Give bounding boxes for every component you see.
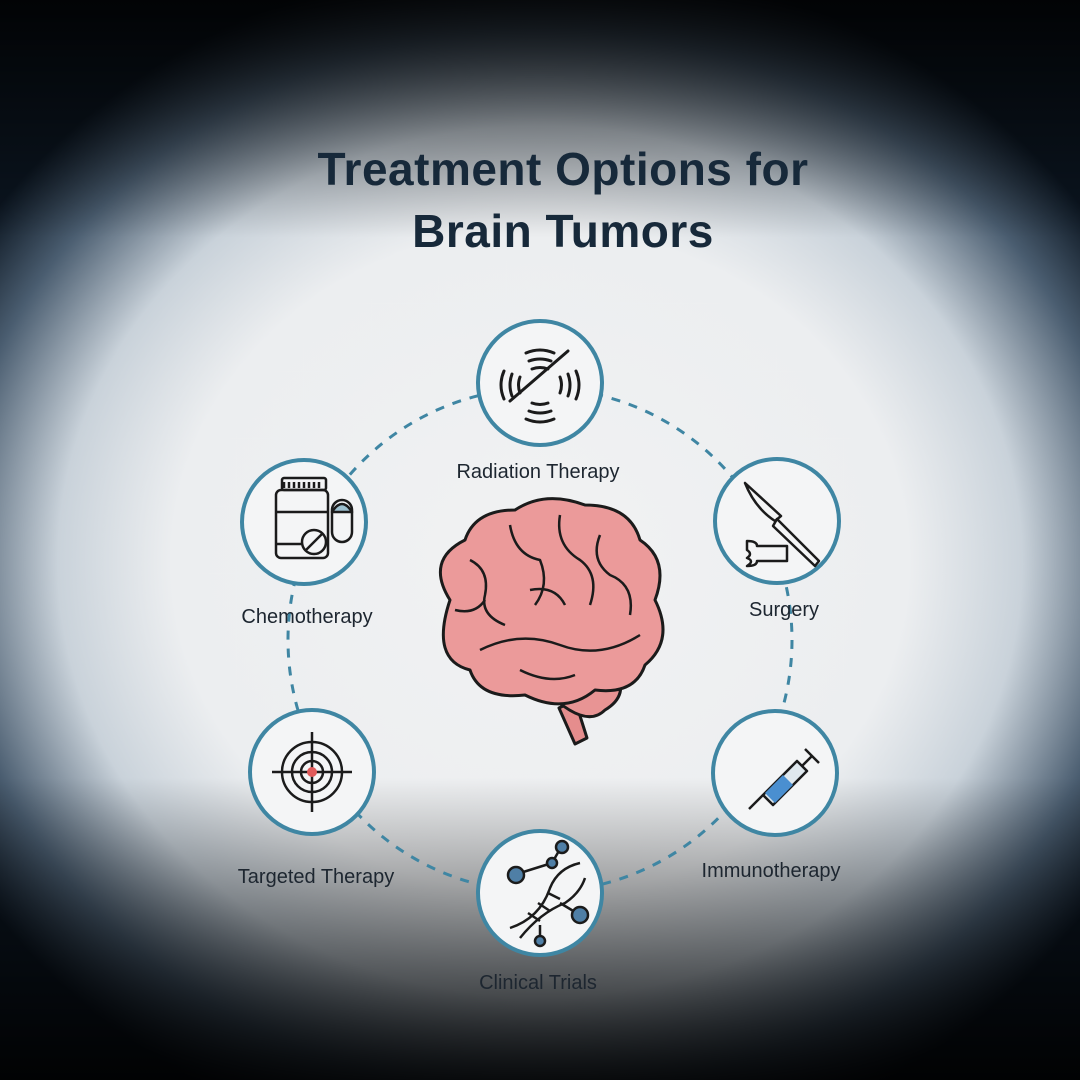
page-title: Treatment Options for Brain Tumors bbox=[0, 138, 1080, 262]
node-radiation-therapy[interactable] bbox=[476, 319, 604, 447]
dna-molecule-icon bbox=[506, 839, 590, 948]
radiation-icon bbox=[499, 348, 581, 424]
node-clinical-trials[interactable] bbox=[476, 829, 604, 957]
label-clinical-trials: Clinical Trials bbox=[479, 972, 597, 994]
node-targeted-therapy[interactable] bbox=[248, 708, 376, 836]
title-line-2: Brain Tumors bbox=[412, 205, 714, 257]
syringe-icon bbox=[748, 748, 820, 810]
scalpel-icon bbox=[743, 481, 821, 568]
target-icon bbox=[272, 732, 352, 812]
dashed-ring bbox=[286, 386, 794, 894]
label-chemotherapy: Chemotherapy bbox=[241, 606, 373, 628]
label-surgery: Surgery bbox=[748, 599, 820, 621]
brain-icon bbox=[438, 497, 665, 746]
title-line-1: Treatment Options for bbox=[317, 143, 809, 195]
label-immunotherapy: Immunotherapy bbox=[701, 860, 841, 882]
node-chemotherapy[interactable] bbox=[240, 458, 368, 586]
node-surgery[interactable] bbox=[713, 457, 841, 585]
pill-bottle-icon bbox=[274, 476, 354, 560]
node-immunotherapy[interactable] bbox=[711, 709, 839, 837]
label-radiation-therapy: Radiation Therapy bbox=[456, 461, 620, 483]
label-targeted-therapy: Targeted Therapy bbox=[237, 866, 395, 888]
